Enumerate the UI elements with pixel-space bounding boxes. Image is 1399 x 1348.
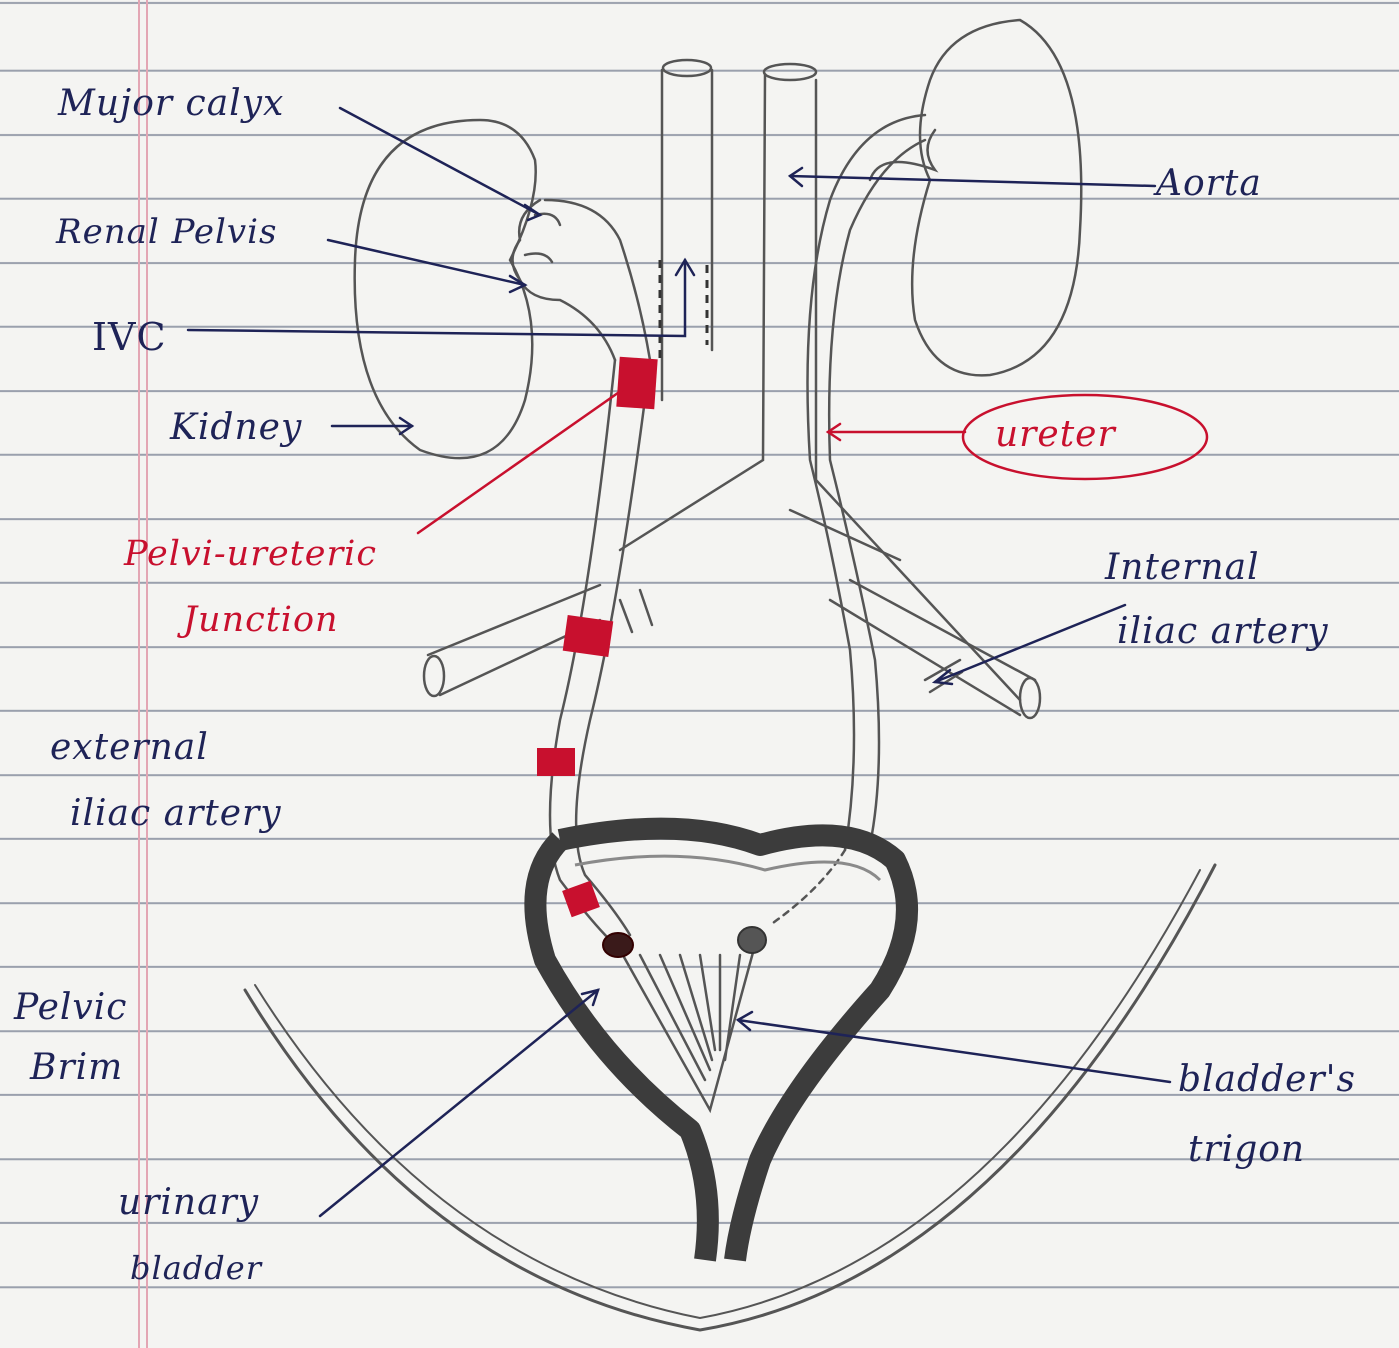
label-brim: Brim (30, 1050, 123, 1086)
aorta-top (764, 64, 816, 80)
calyx (525, 214, 560, 262)
label-internal: Internal (1105, 550, 1260, 586)
renal-pelvis-pointer (328, 240, 525, 285)
pelvi-ureteric-junction-marker (616, 357, 657, 410)
label-major-calyx: Mujor calyx (58, 86, 284, 122)
aorta-vessel (816, 80, 1020, 700)
pelvic-brim-narrowing-marker (563, 615, 614, 657)
label-bladders: bladder's (1178, 1062, 1356, 1098)
label-kidney: Kidney (170, 410, 302, 446)
label-aorta: Aorta (1156, 166, 1262, 202)
internal-iliac-artery-end (1020, 678, 1040, 718)
urinary-bladder-pointer (320, 990, 598, 1216)
right-ureter (829, 140, 925, 845)
left-kidney (355, 120, 536, 458)
right-ureter (808, 115, 926, 850)
label-trigon: trigon (1188, 1132, 1305, 1168)
label-pelvic: Pelvic (14, 990, 127, 1026)
right-kidney (912, 20, 1081, 375)
right-ureteric-orifice (738, 927, 766, 953)
label-urinary: urinary (118, 1185, 259, 1221)
ivc-top (663, 60, 711, 76)
label-bladder: bladder (130, 1252, 262, 1284)
aorta-pointer (790, 176, 1155, 186)
label-ureter: ureter (995, 417, 1116, 453)
label-pelvi-ureteric: Pelvi-ureteric (124, 537, 377, 572)
external-iliac-artery-end (424, 656, 444, 696)
label-external: external (50, 730, 209, 766)
internal-iliac-pointer (935, 605, 1125, 682)
left-ureteric-orifice (603, 933, 633, 957)
ureter-narrowing-marker (537, 748, 575, 776)
ivc-pointer (188, 260, 685, 336)
label-junction: Junction (183, 603, 339, 638)
label-ivc: IVC (92, 318, 167, 356)
label-renal-pelvis: Renal Pelvis (56, 215, 277, 249)
label-internal-iliac-artery: iliac artery (1117, 614, 1329, 650)
urinary-bladder-inner (575, 856, 880, 880)
pelvic-brim (245, 865, 1215, 1330)
internal-iliac-branch (620, 590, 652, 632)
label-external-iliac-artery: iliac artery (70, 796, 282, 832)
